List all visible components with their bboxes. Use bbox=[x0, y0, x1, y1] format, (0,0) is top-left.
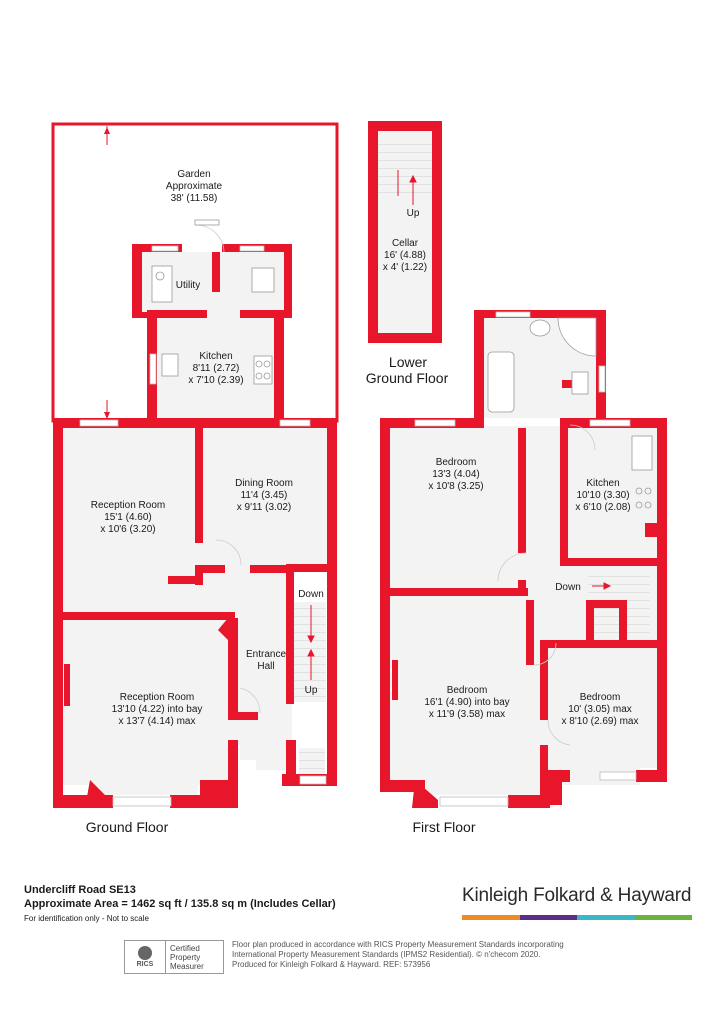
first-floor-label: First Floor bbox=[413, 819, 476, 835]
ground-floor-label: Ground Floor bbox=[86, 819, 169, 835]
utility-label: Utility bbox=[176, 280, 200, 291]
agent-brand: Kinleigh Folkard & Hayward bbox=[462, 885, 692, 906]
brand-bar-green bbox=[634, 915, 692, 920]
first-floor-area bbox=[390, 426, 658, 795]
up-cellar-label: Up bbox=[407, 208, 420, 219]
rics-emblem-icon bbox=[138, 946, 152, 960]
measurement-disclaimer: Floor plan produced in accordance with R… bbox=[232, 940, 564, 969]
rics-certified-text: Certified Property Measurer bbox=[170, 943, 204, 971]
rics-badge: RICS Certified Property Measurer bbox=[124, 940, 224, 974]
down-ground-label: Down bbox=[298, 589, 324, 600]
ground-floor-plan bbox=[51, 122, 339, 808]
address-text: Undercliff Road SE13 bbox=[24, 884, 136, 896]
ground-floor-area bbox=[62, 427, 330, 795]
brand-color-bar bbox=[462, 915, 692, 920]
first-floor-plan bbox=[380, 310, 667, 808]
rics-mark: RICS bbox=[136, 961, 154, 968]
down-first-label: Down bbox=[555, 582, 581, 593]
brand-bar-teal bbox=[577, 915, 635, 920]
disclaimer-note: For identification only - Not to scale bbox=[24, 914, 149, 923]
brand-bar-purple bbox=[519, 915, 577, 920]
lower-ground-floor-plan bbox=[368, 121, 442, 343]
brand-bar-orange bbox=[462, 915, 520, 920]
up-ground-label: Up bbox=[305, 685, 318, 696]
area-text: Approximate Area = 1462 sq ft / 135.8 sq… bbox=[24, 898, 336, 910]
rics-logo: RICS bbox=[125, 941, 166, 973]
